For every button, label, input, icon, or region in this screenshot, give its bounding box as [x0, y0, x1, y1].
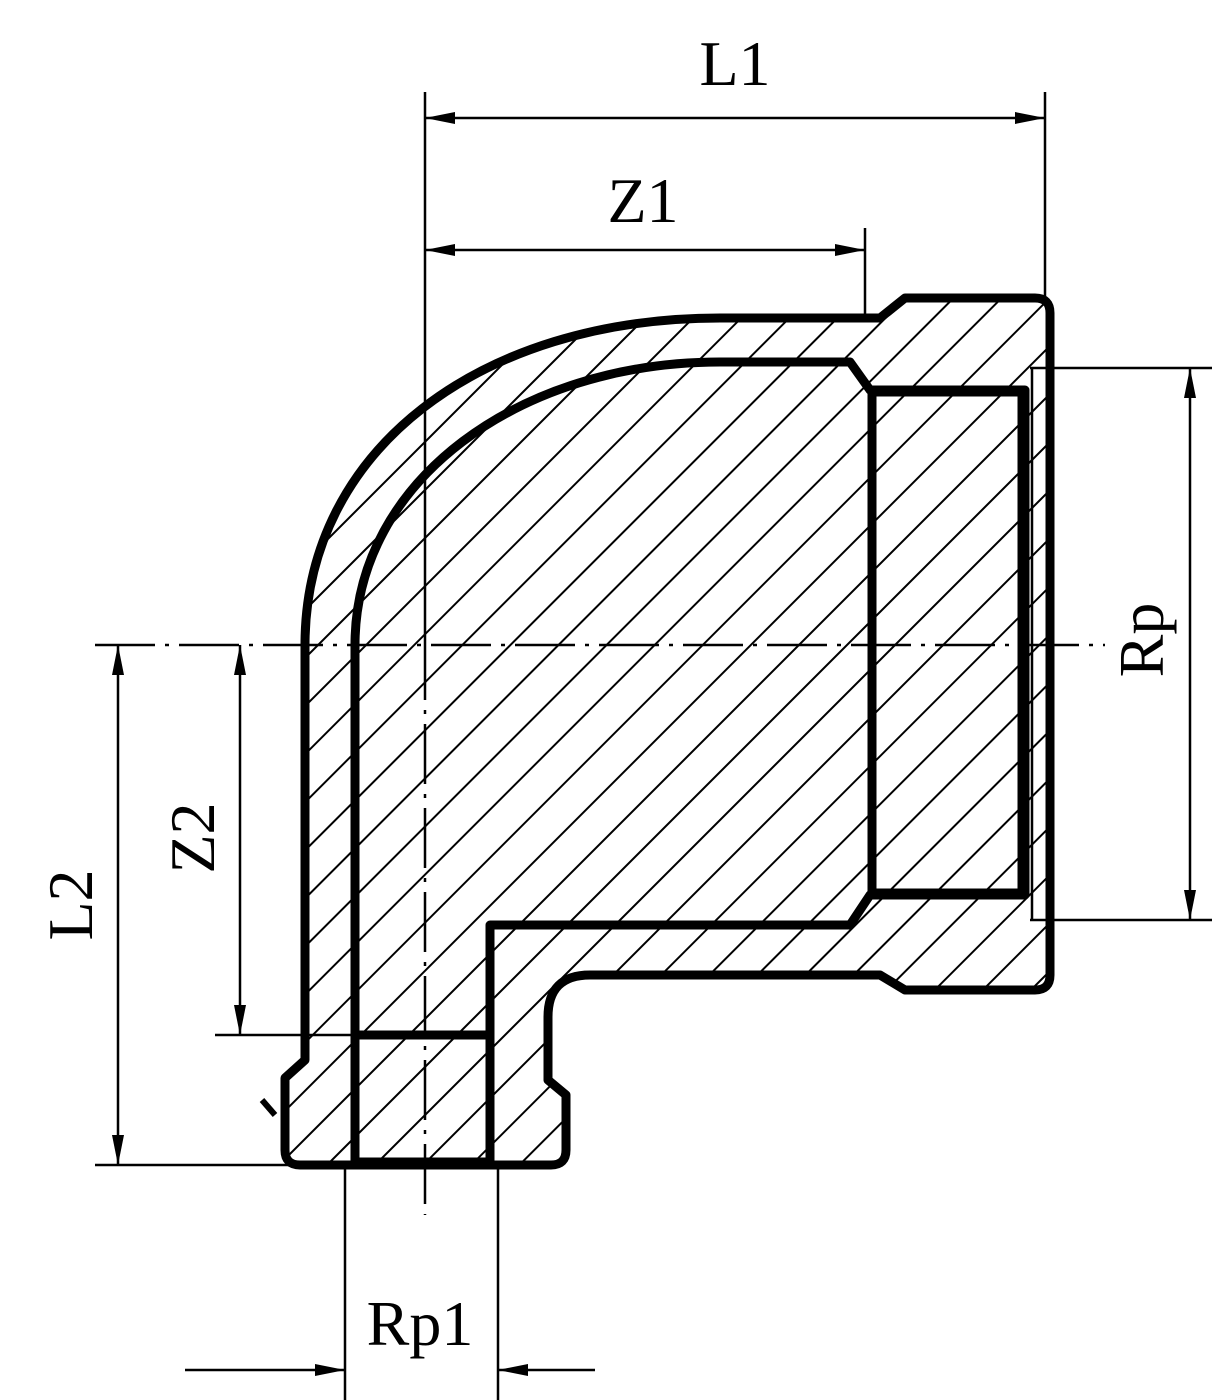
label-l1: L1 — [699, 28, 770, 99]
label-l2: L2 — [35, 869, 106, 940]
socket-thread — [867, 387, 1027, 898]
extension-lines — [95, 92, 1212, 1400]
corner-mark — [259, 1098, 278, 1117]
label-z2: Z2 — [157, 802, 228, 873]
body-wall-hatched — [280, 293, 1055, 1170]
label-z1: Z1 — [607, 165, 678, 236]
label-rp1: Rp1 — [367, 1288, 474, 1359]
label-rp: Rp — [1106, 603, 1177, 678]
fitting-body — [259, 293, 1055, 1170]
